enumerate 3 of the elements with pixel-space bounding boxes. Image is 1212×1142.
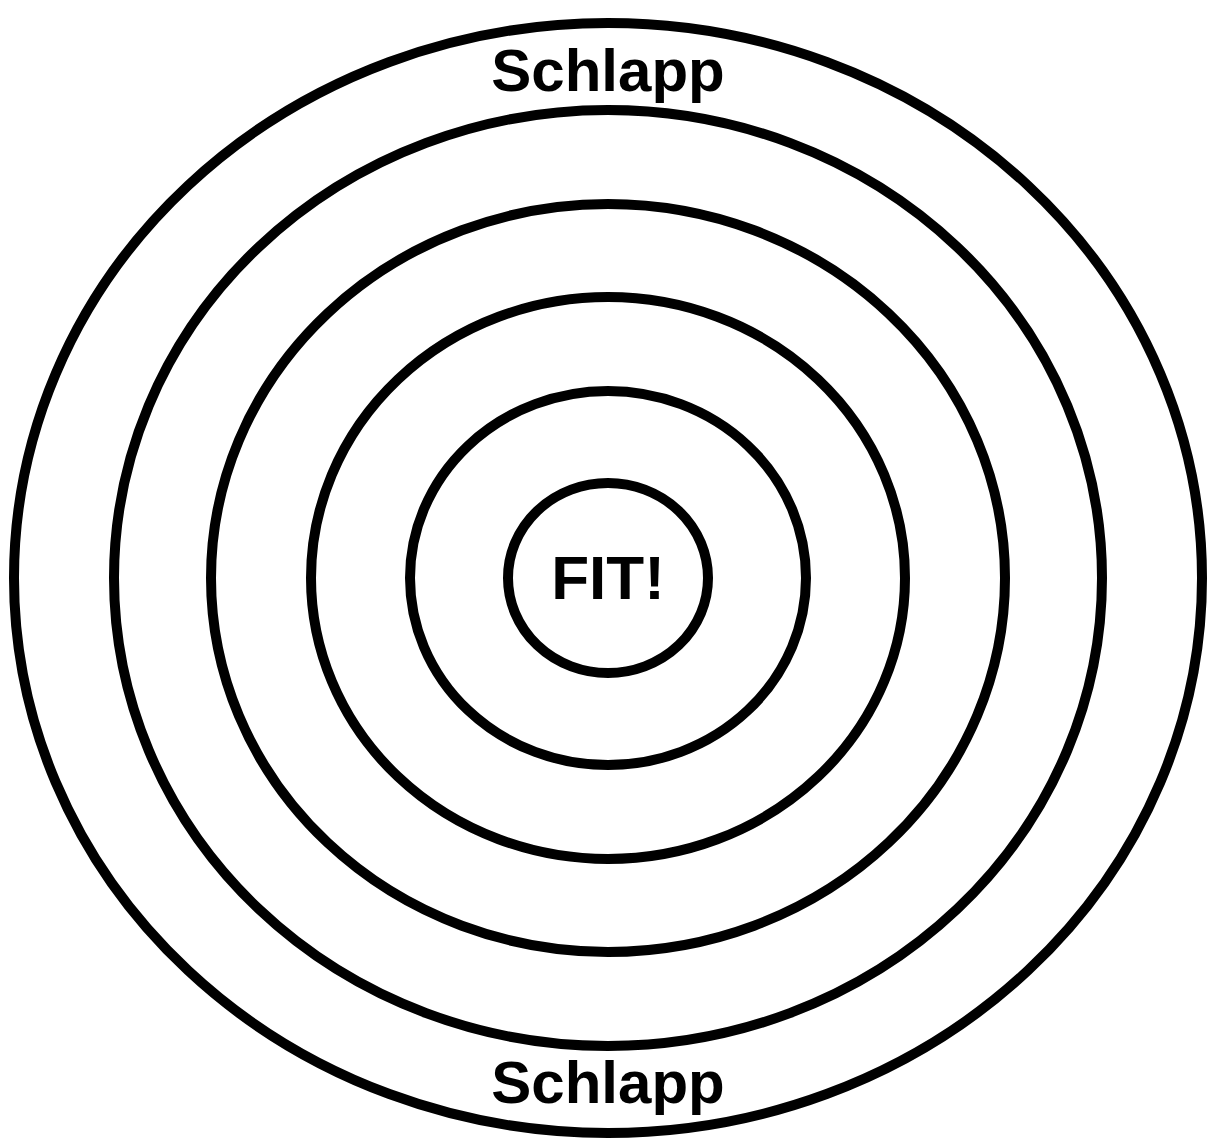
ring-label: Schlapp — [491, 1053, 725, 1113]
center-label: FIT! — [551, 547, 665, 609]
ring-label: Schlapp — [491, 41, 725, 101]
